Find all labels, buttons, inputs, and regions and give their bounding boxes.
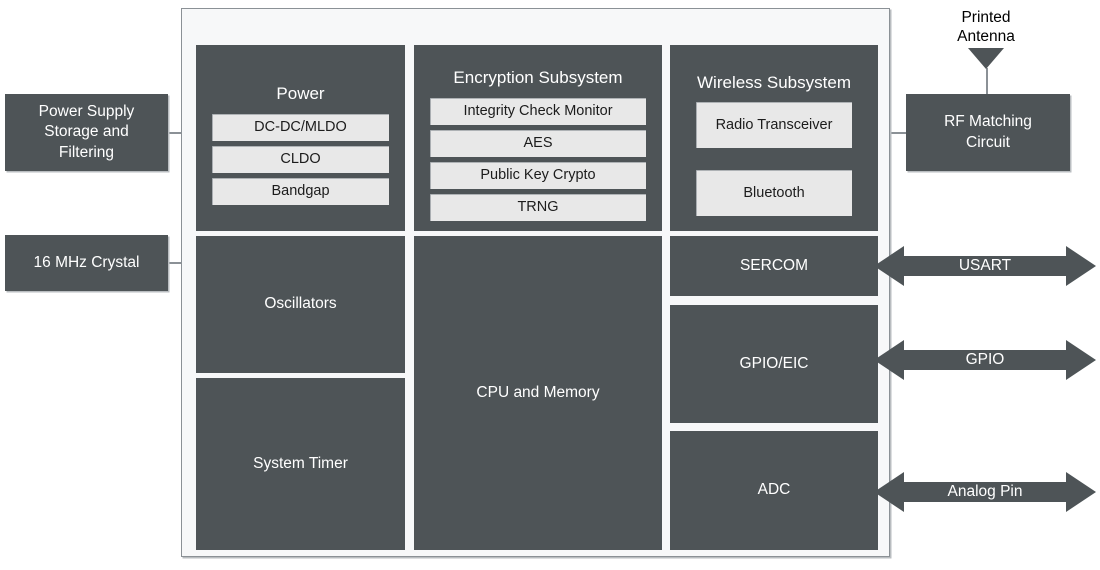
block-encryption-items: Integrity Check Monitor AES Public Key C… bbox=[414, 97, 662, 221]
block-oscillators-label: Oscillators bbox=[264, 295, 337, 313]
block-system-timer[interactable]: System Timer bbox=[196, 378, 405, 550]
block-power[interactable]: Power DC-DC/MLDO CLDO Bandgap bbox=[196, 45, 405, 231]
external-power-supply-box[interactable]: Power Supply Storage and Filtering bbox=[5, 94, 168, 171]
subblock-bluetooth[interactable]: Bluetooth bbox=[696, 170, 852, 217]
block-gpio-eic-label: GPIO/EIC bbox=[739, 354, 809, 372]
block-sercom-label: SERCOM bbox=[739, 256, 809, 274]
subblock-cldo[interactable]: CLDO bbox=[212, 145, 389, 173]
block-cpu-and-memory[interactable]: CPU and Memory bbox=[414, 236, 662, 550]
block-system-timer-label: System Timer bbox=[253, 454, 348, 472]
block-gpio-eic[interactable]: GPIO/EIC bbox=[670, 305, 878, 423]
io-arrow-gpio[interactable]: GPIO bbox=[874, 334, 1096, 386]
block-power-items: DC-DC/MLDO CLDO Bandgap bbox=[196, 113, 405, 205]
block-cpu-and-memory-label: CPU and Memory bbox=[476, 383, 600, 401]
external-crystal-box[interactable]: 16 MHz Crystal bbox=[5, 235, 168, 291]
subblock-public-key-crypto[interactable]: Public Key Crypto bbox=[430, 161, 646, 189]
block-adc-label: ADC bbox=[757, 481, 791, 499]
block-encryption-subsystem[interactable]: Encryption Subsystem Integrity Check Mon… bbox=[414, 45, 662, 231]
io-arrow-usart[interactable]: USART bbox=[874, 240, 1096, 292]
antenna-triangle-icon bbox=[968, 48, 1004, 69]
block-wireless-items: Radio Transceiver Bluetooth bbox=[670, 102, 878, 217]
block-encryption-title: Encryption Subsystem bbox=[453, 68, 623, 88]
block-oscillators[interactable]: Oscillators bbox=[196, 236, 405, 373]
block-wireless-subsystem[interactable]: Wireless Subsystem Radio Transceiver Blu… bbox=[670, 45, 878, 231]
crystal-label: 16 MHz Crystal bbox=[33, 253, 140, 271]
rf-matching-line-2: Circuit bbox=[966, 133, 1010, 151]
io-arrow-analog-pin[interactable]: Analog Pin bbox=[874, 466, 1096, 518]
subblock-trng[interactable]: TRNG bbox=[430, 193, 646, 221]
power-supply-line-3: Filtering bbox=[58, 143, 115, 161]
connector-antenna-to-rf bbox=[986, 68, 988, 96]
external-rf-matching-box[interactable]: RF Matching Circuit bbox=[906, 94, 1070, 171]
connector-wireless-to-rf bbox=[876, 132, 908, 134]
power-supply-line-2: Storage and bbox=[44, 123, 129, 141]
subblock-bandgap[interactable]: Bandgap bbox=[212, 177, 389, 205]
subblock-radio-transceiver[interactable]: Radio Transceiver bbox=[696, 102, 852, 149]
printed-antenna-label: Printed Antenna bbox=[916, 8, 1056, 47]
block-sercom[interactable]: SERCOM bbox=[670, 236, 878, 296]
printed-antenna-line-2: Antenna bbox=[957, 28, 1015, 46]
rf-matching-line-1: RF Matching bbox=[944, 113, 1032, 131]
power-supply-line-1: Power Supply bbox=[38, 103, 135, 121]
subblock-aes[interactable]: AES bbox=[430, 129, 646, 157]
printed-antenna-line-1: Printed bbox=[961, 9, 1011, 26]
subblock-dc-dc-mldo[interactable]: DC-DC/MLDO bbox=[212, 113, 389, 141]
block-power-title: Power bbox=[276, 84, 325, 104]
block-adc[interactable]: ADC bbox=[670, 431, 878, 550]
block-wireless-title: Wireless Subsystem bbox=[697, 72, 851, 92]
subblock-integrity-check-monitor[interactable]: Integrity Check Monitor bbox=[430, 97, 646, 125]
